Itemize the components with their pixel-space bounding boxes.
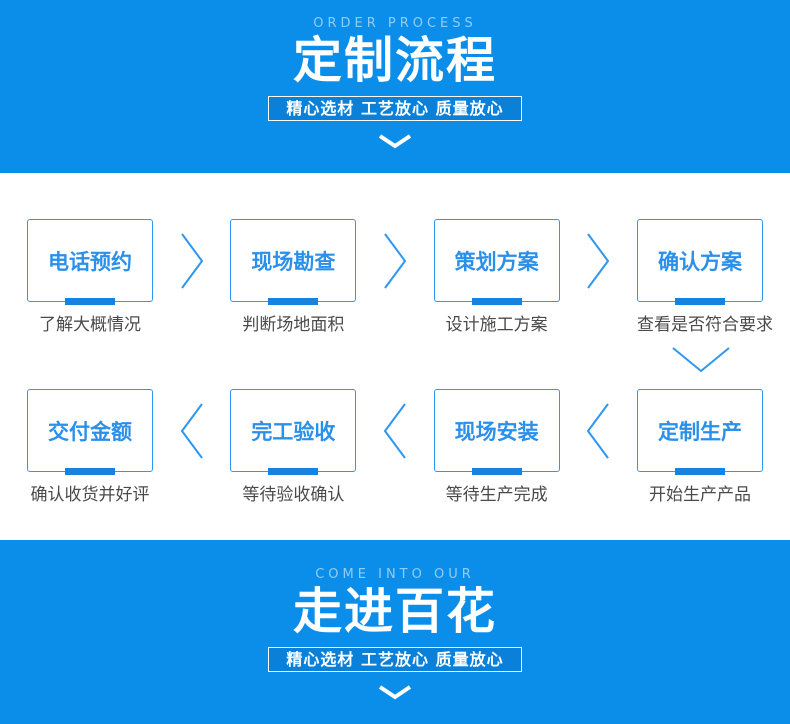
arrow-down-icon: [672, 347, 730, 373]
arrow-cell: [153, 389, 230, 472]
flow-step-title: 现场安装: [454, 419, 539, 444]
flow-row-1: 电话预约 了解大概情况 现场勘查 判断场地面积 策划方案: [0, 173, 790, 336]
flow-step-caption: 开始生产产品: [648, 485, 751, 505]
step-underline-bar: [65, 298, 115, 305]
step-underline-bar: [471, 468, 522, 475]
bottom-banner: COME INTO OUR 走进百花 精心选材 工艺放心 质量放心: [0, 540, 790, 724]
step-underline-bar: [471, 298, 522, 305]
flow-step-box: 确认方案: [636, 219, 763, 305]
flow-step: 定制生产 开始生产产品: [636, 389, 763, 506]
flow-step-title: 现场勘查: [251, 249, 336, 274]
step-underline-bar: [65, 468, 115, 475]
flow-step-title: 定制生产: [657, 419, 742, 444]
step-underline-bar: [674, 468, 725, 475]
step-underline-bar: [674, 298, 725, 305]
flow-step-title: 策划方案: [454, 249, 539, 274]
flow-step: 现场勘查 判断场地面积: [230, 219, 357, 336]
flow-step-caption: 确认收货并好评: [30, 485, 150, 505]
flow-step: 交付金额 确认收货并好评: [27, 389, 153, 506]
arrow-cell: [560, 389, 637, 472]
flow-step: 现场安装 等待生产完成: [433, 389, 560, 506]
arrow-left-icon: [587, 402, 610, 459]
flow-step: 策划方案 设计施工方案: [433, 219, 560, 336]
top-banner-badge: 精心选材 工艺放心 质量放心: [268, 96, 522, 121]
step-underline-bar: [268, 468, 319, 475]
arrow-cell: [356, 389, 433, 472]
bottom-banner-eyebrow: COME INTO OUR: [315, 567, 475, 582]
flow-step-caption: 了解大概情况: [39, 315, 141, 335]
flow-step-title: 电话预约: [48, 249, 132, 274]
arrow-cell: [560, 219, 637, 302]
flow-step-caption: 判断场地面积: [242, 315, 345, 335]
arrow-right-icon: [587, 232, 610, 289]
flow-step: 确认方案 查看是否符合要求: [636, 219, 773, 336]
flow-step-caption: 等待生产完成: [445, 485, 548, 505]
top-banner-eyebrow: ORDER PROCESS: [313, 16, 477, 31]
flow-step-box: 电话预约: [27, 219, 153, 305]
flow-step-box: 现场勘查: [230, 219, 357, 305]
flow-row-2: 交付金额 确认收货并好评 完工验收 等待验收确认 现场安: [0, 389, 790, 506]
flow-step-box: 现场安装: [433, 389, 560, 475]
flow-step-box: 策划方案: [433, 219, 560, 305]
top-banner-title: 定制流程: [292, 32, 497, 89]
flow-step: 电话预约 了解大概情况: [27, 219, 153, 336]
top-banner: ORDER PROCESS 定制流程 精心选材 工艺放心 质量放心: [0, 0, 790, 173]
arrow-cell: [356, 219, 433, 302]
flow-step-box: 交付金额: [27, 389, 153, 475]
arrow-left-icon: [383, 402, 406, 459]
flow-step: 完工验收 等待验收确认: [230, 389, 357, 506]
process-flow: 电话预约 了解大概情况 现场勘查 判断场地面积 策划方案: [0, 173, 790, 540]
flow-step-box: 完工验收: [230, 389, 357, 475]
flow-step-title: 交付金额: [48, 419, 132, 444]
chevron-down-icon: [378, 685, 412, 700]
arrow-right-icon: [180, 232, 203, 289]
flow-step-caption: 查看是否符合要求: [636, 315, 773, 335]
step-underline-bar: [268, 298, 319, 305]
flow-step-title: 确认方案: [657, 249, 742, 274]
flow-step-caption: 等待验收确认: [242, 485, 345, 505]
chevron-down-icon: [378, 134, 412, 149]
arrow-right-icon: [384, 232, 406, 289]
flow-step-box: 定制生产: [636, 389, 763, 475]
arrow-cell: [153, 219, 230, 302]
flow-step-title: 完工验收: [251, 419, 336, 444]
arrow-left-icon: [180, 402, 203, 459]
flow-step-caption: 设计施工方案: [445, 315, 548, 335]
bottom-banner-badge: 精心选材 工艺放心 质量放心: [268, 647, 522, 672]
bottom-banner-title: 走进百花: [292, 583, 497, 640]
